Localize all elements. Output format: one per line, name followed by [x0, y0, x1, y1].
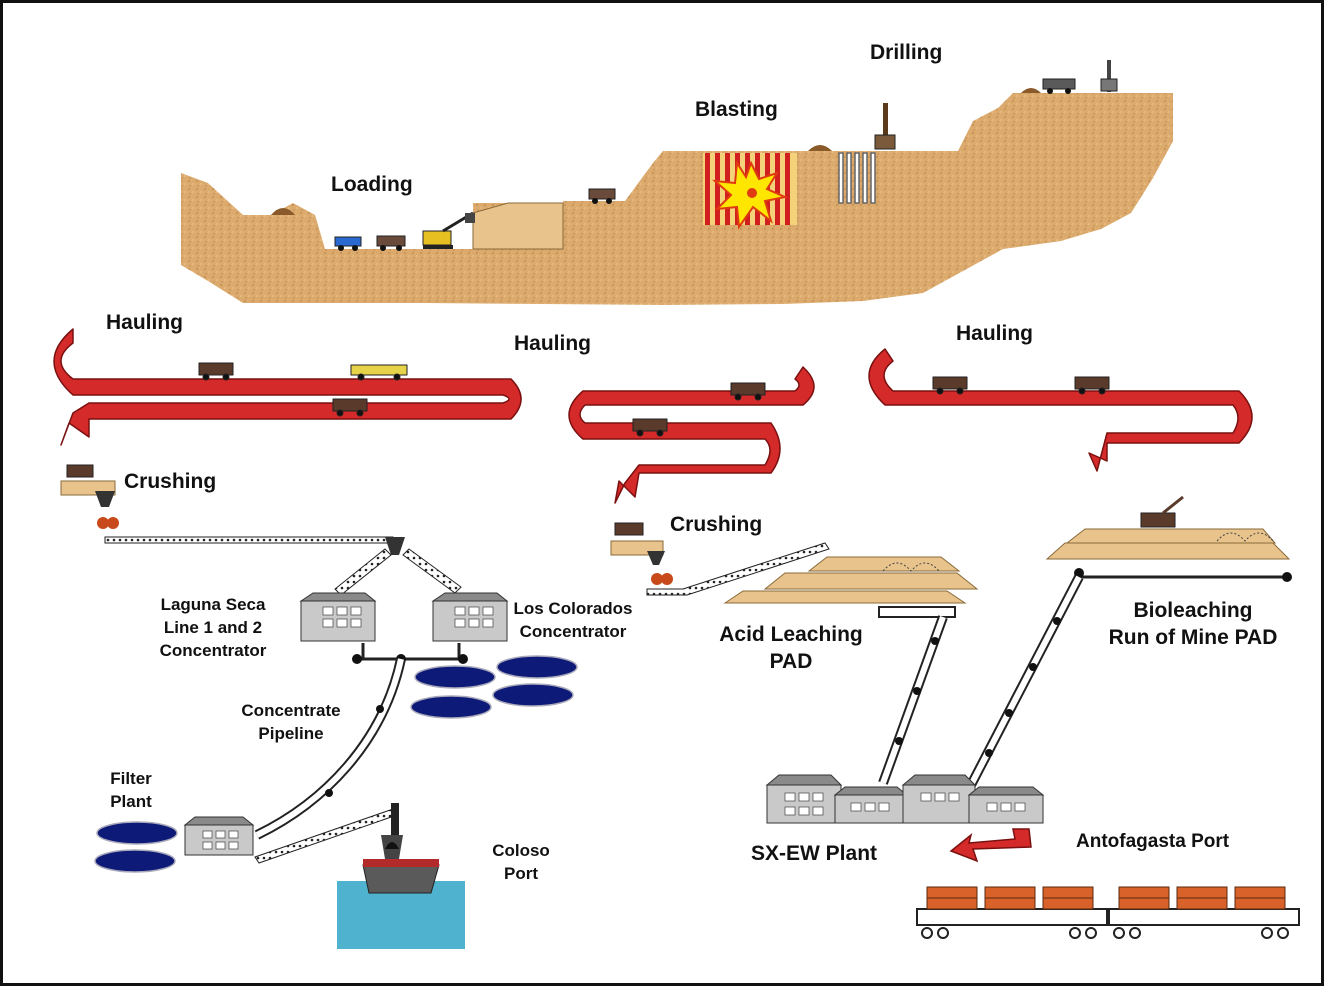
- antofagasta-port-label: Antofagasta Port: [1076, 831, 1230, 852]
- hauling-route-2: [568, 366, 815, 504]
- concentrate-pipeline-line-2: Pipeline: [258, 724, 324, 743]
- plant-building-icon: [299, 592, 377, 642]
- plant-building-icon: [183, 816, 255, 856]
- los-colorados-line-2: Concentrator: [519, 622, 627, 641]
- blasted-rock-pile: [472, 202, 564, 250]
- haul-truck-icon: [1042, 78, 1076, 94]
- haul-truck-icon: [632, 418, 668, 437]
- haul-truck-icon: [588, 188, 616, 204]
- haul-truck-icon: [932, 376, 968, 395]
- grader-icon: [350, 364, 408, 381]
- crusher-icon: [60, 464, 119, 529]
- concentrate-pipeline: [254, 643, 468, 840]
- stockpile-2: [808, 145, 832, 151]
- coloso-port-line-2: Port: [504, 864, 538, 883]
- hauling-route-3: [868, 348, 1253, 472]
- crusher-icon: [610, 522, 673, 585]
- acid-leaching-line-2: PAD: [769, 650, 813, 673]
- railcar-icon: [916, 908, 1108, 939]
- haul-truck-icon: [1074, 376, 1110, 395]
- process-diagram: [53, 60, 1300, 949]
- coloso-port-line-1: Coloso: [492, 841, 550, 860]
- hauling-label-1: Hauling: [106, 311, 183, 334]
- thickener-tank-icon: [410, 655, 578, 719]
- stockpile-3: [1021, 88, 1041, 93]
- thickener-tank-icon: [94, 821, 178, 873]
- open-pit: [181, 60, 1173, 305]
- haul-truck-icon: [376, 235, 406, 251]
- filter-plant-line-1: Filter: [110, 769, 152, 788]
- laguna-seca-line-3: Concentrator: [159, 641, 267, 660]
- blast-zone: [703, 153, 797, 230]
- haul-truck-icon: [198, 362, 234, 381]
- laguna-seca-line-1: Laguna Seca: [160, 595, 266, 614]
- concentrate-pipeline-label: Concentrate Pipeline: [227, 699, 355, 745]
- crushing-label-1: Crushing: [124, 470, 217, 493]
- filter-plant-label: Filter Plant: [95, 767, 167, 813]
- bioleaching-line-1: Bioleaching: [1133, 599, 1253, 622]
- conveyor-belts-left: [104, 536, 462, 596]
- los-colorados-line-1: Los Colorados: [513, 599, 633, 618]
- haul-truck-icon: [334, 236, 362, 251]
- loading-label: Loading: [331, 173, 413, 196]
- laguna-seca-label: Laguna Seca Line 1 and 2 Concentrator: [143, 593, 283, 662]
- ship-icon: [362, 835, 440, 894]
- haul-truck-icon: [730, 382, 766, 401]
- drilling-label: Drilling: [870, 41, 943, 64]
- cathode-transport-arrow: [949, 828, 1032, 863]
- railcar-icon: [1108, 908, 1300, 939]
- drill-rig-icon: [1100, 60, 1118, 92]
- shovel-icon: [422, 211, 475, 249]
- laguna-seca-line-2: Line 1 and 2: [163, 618, 263, 637]
- acid-leaching-line-1: Acid Leaching: [719, 623, 863, 646]
- bioleaching-pad: [966, 495, 1292, 788]
- drill-holes: [838, 152, 876, 204]
- los-colorados-label: Los Colorados Concentrator: [505, 597, 641, 643]
- crushing-label-2: Crushing: [670, 513, 763, 536]
- filter-plant-line-2: Plant: [110, 792, 152, 811]
- bioleaching-line-2: Run of Mine PAD: [1108, 626, 1278, 649]
- haul-truck-icon: [332, 398, 368, 417]
- plant-building-icon: [431, 592, 509, 642]
- acid-leaching-pad: [723, 556, 979, 785]
- acid-leaching-label: Acid Leaching PAD: [705, 621, 877, 675]
- filter-plant: [94, 803, 399, 873]
- drill-rig-icon: [874, 103, 896, 150]
- sxew-plant-label: SX-EW Plant: [751, 842, 878, 865]
- haul-truck-icon: [1140, 495, 1184, 528]
- sxew-plant: [765, 774, 1045, 824]
- coloso-port-label: Coloso Port: [479, 839, 563, 885]
- coloso-port: [337, 835, 465, 949]
- concentrate-pipeline-line-1: Concentrate: [241, 701, 341, 720]
- hauling-label-2: Hauling: [514, 332, 591, 355]
- hauling-label-3: Hauling: [956, 322, 1033, 345]
- plant-building-icon: [901, 774, 977, 824]
- pit-ground: [181, 93, 1173, 305]
- copper-cathode-bundles: [926, 886, 1286, 910]
- plant-building-icon: [967, 786, 1045, 824]
- hauling-route-1: [53, 328, 522, 446]
- stockpile-1: [271, 208, 295, 215]
- bioleaching-label: Bioleaching Run of Mine PAD: [1093, 597, 1293, 651]
- antofagasta-train: [916, 886, 1300, 939]
- blasting-label: Blasting: [695, 98, 778, 121]
- conveyor-belt-center: [646, 542, 830, 596]
